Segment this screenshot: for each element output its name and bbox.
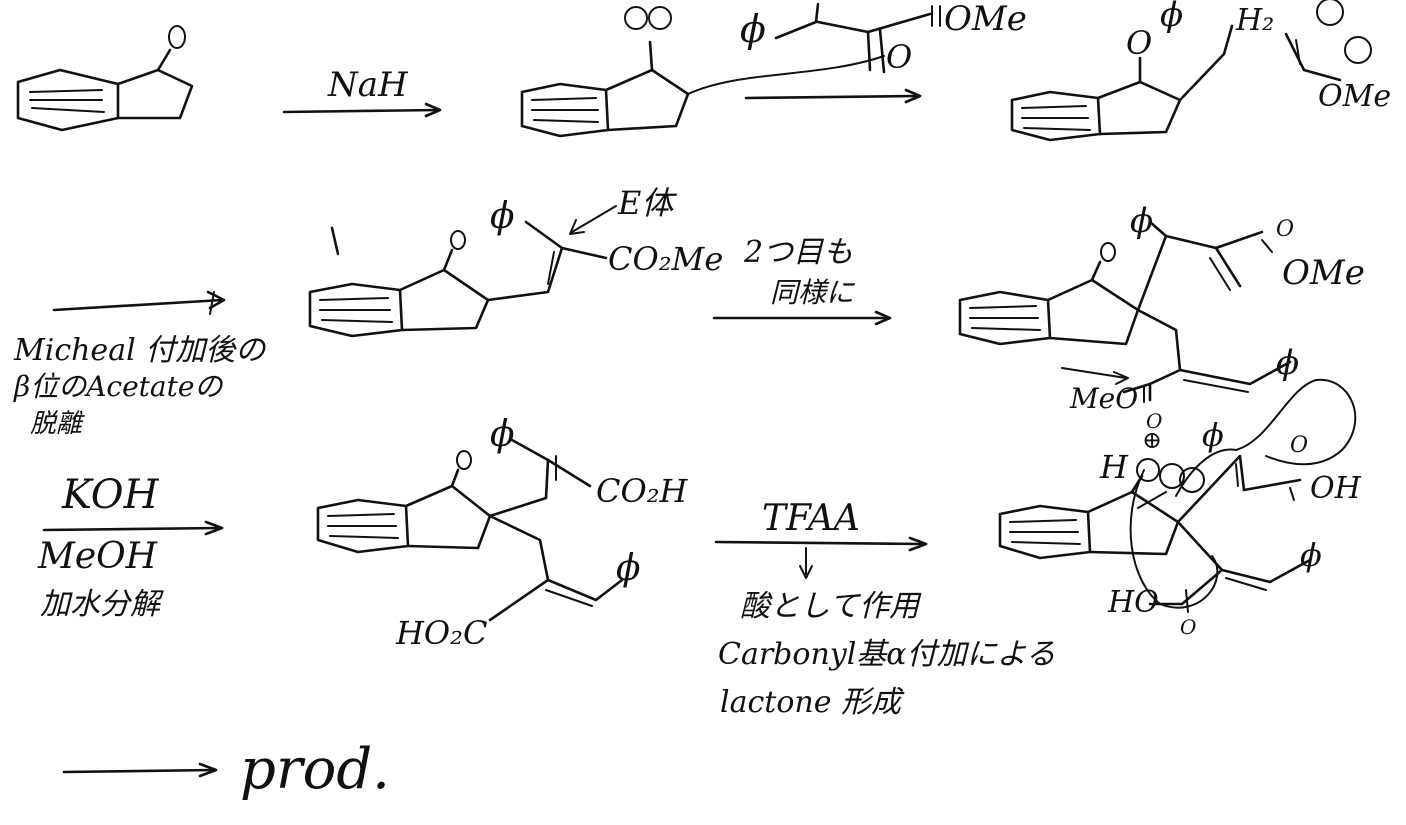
intermediate-ho: HO: [1107, 585, 1159, 620]
diacid-phenyl-top: ϕ: [490, 414, 515, 455]
bis-adduct-ester-oxygen: O: [1276, 217, 1294, 242]
mechanism-note-line-2: β位のAcetateの: [13, 370, 224, 403]
arrow-michael-addition: [744, 88, 922, 104]
acceptor-oxygen: O: [886, 38, 912, 76]
bis-adduct-meo: MeO: [1069, 382, 1138, 415]
reagent-koh: KOH: [61, 472, 160, 518]
intermediate-h: H: [1099, 448, 1129, 486]
intermediate-phenyl: ϕ: [1202, 416, 1224, 454]
mono-adduct-phenyl: ϕ: [490, 196, 515, 237]
adduct-phenyl: ϕ: [1160, 0, 1183, 35]
e-isomer-label: E体: [617, 184, 677, 222]
michael-acceptor: ϕ O OMe: [740, 0, 1027, 76]
adduct-ketone-oxygen: O: [1126, 24, 1152, 62]
intermediate-plus: ⊕: [1142, 426, 1162, 454]
mono-adduct-ester: CO₂Me: [608, 240, 723, 278]
bis-adduct-methoxy: OMe: [1282, 253, 1365, 293]
diacid-acid-top: CO₂H: [596, 472, 689, 510]
bis-michael-adduct: [958, 220, 1292, 403]
intermediate-phenyl-bottom: ϕ: [1300, 536, 1322, 574]
tfaa-note-1: 酸として作用: [740, 589, 922, 624]
intermediate-hydroxyl: OH: [1310, 471, 1362, 506]
acceptor-methoxy: OMe: [944, 0, 1027, 39]
intermediate-acid-oxygen: O: [1290, 433, 1308, 458]
second-michael-note-2: 同様に: [770, 276, 856, 309]
row2-tick-mark: [330, 226, 340, 256]
bis-adduct-phenyl-top: ϕ: [1130, 201, 1153, 241]
arrow-to-product: [62, 762, 218, 778]
lactonization-intermediate: [998, 378, 1357, 613]
arrow-second-michael: [712, 310, 892, 326]
product-label: prod.: [240, 737, 390, 802]
second-michael-note-1: 2つ目も: [743, 235, 853, 270]
arrow-hydrolysis: [42, 520, 224, 536]
diacid-phenyl-bottom: ϕ: [616, 548, 641, 589]
arrow-nah: [282, 102, 442, 118]
arrow-tfaa: [714, 536, 928, 579]
mechanism-note-line-3: 脱離: [30, 409, 85, 439]
diacid-acid-bottom: HO₂C: [395, 614, 487, 652]
tfaa-note-2: Carbonyl基α付加による: [718, 637, 1056, 672]
adduct-methoxy: OMe: [1318, 79, 1391, 114]
enolate-structure: [520, 6, 885, 138]
hydrolysis-note: 加水分解: [40, 587, 164, 622]
tfaa-note-3: lactone 形成: [720, 685, 905, 720]
reagent-nah-label: NaH: [327, 65, 409, 105]
indanone-starting-material: [16, 25, 194, 132]
e-isomer-arrow: [569, 205, 617, 235]
reagent-meoh: MeOH: [37, 536, 158, 577]
arrow-elimination: [52, 290, 226, 315]
diacid-structure: [316, 438, 624, 622]
acceptor-phenyl: ϕ: [740, 7, 766, 51]
reagent-tfaa: TFAA: [762, 498, 860, 539]
mechanism-note-line-1: Micheal 付加後の: [13, 333, 267, 368]
intermediate-oxygen-top: O: [1146, 409, 1162, 433]
bis-adduct-phenyl-bottom: ϕ: [1276, 343, 1299, 383]
mono-michael-adduct: [308, 220, 608, 338]
intermediate-oxygen-bottom: O: [1180, 615, 1196, 639]
adduct-h2-label: H₂: [1235, 3, 1274, 38]
michael-adduct: O ϕ H₂ OMe: [1010, 0, 1391, 142]
